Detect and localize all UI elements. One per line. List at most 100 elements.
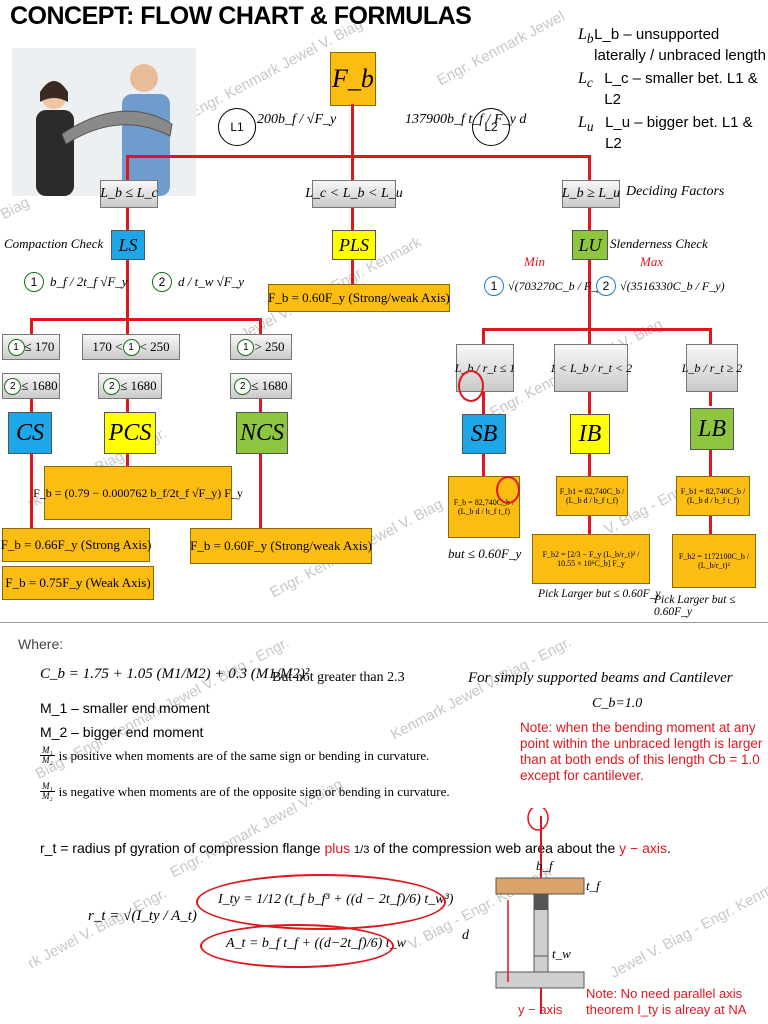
but-label: but ≤ 0.60F_y: [448, 546, 522, 561]
l1-formula: 200b_f / √F_y: [257, 112, 337, 127]
condition-lb-le-lc: L_b ≤ L_c: [100, 180, 158, 208]
l1-circle: L1: [218, 108, 256, 146]
pcs-range-1a-label: 170 <: [92, 339, 123, 354]
ncs-box: NCS: [236, 412, 288, 454]
simply-supported-label: For simply supported beams and Cantileve…: [468, 670, 733, 686]
slenderness-check-label: Slenderness Check: [610, 236, 708, 251]
cs-range-2-label: ≤ 1680: [21, 378, 58, 393]
pick-larger-ib: Pick Larger but ≤ 0.60F_y: [538, 588, 661, 600]
circle-1-icon: 1: [484, 276, 504, 296]
lb2-formula: F_b2 = 1172100C_b / (L_b/r_t)²: [678, 552, 750, 570]
rt-third: 1/3: [354, 844, 370, 856]
ib2-formula: F_b2 = [2/3 − F_y (L_b/r_t)² / 10.55 × 1…: [542, 550, 640, 568]
i-section-diagram: [495, 808, 585, 1014]
pcs-box: PCS: [104, 412, 156, 454]
sb-formula: F_b = 82,740C_b / (L_b d / b_f t_f): [453, 498, 515, 516]
pick-larger-lb: Pick Larger but ≤ 0.60F_y: [654, 594, 736, 618]
circle-1-icon: 1: [237, 338, 255, 356]
slenderness-check-1: 1 √(703270C_b / F_y): [484, 276, 607, 296]
rt-formula: r_t = √(I_ty / A_t): [88, 908, 197, 924]
cs-strong-formula: F_b = 0.66F_y (Strong Axis): [0, 537, 152, 552]
compaction-check-2: 2 d / t_w √F_y: [152, 272, 244, 292]
pcs-range-1: 170 <1< 250: [82, 334, 180, 360]
lb1-formula-box: F_b1 = 82,740C_b / (L_b d / b_f t_f): [676, 476, 750, 516]
ratio-negative-text: is negative when moments are of the oppo…: [58, 783, 450, 799]
parallel-axis-note: Note: No need parallel axis theorem I_ty…: [586, 986, 747, 1017]
circle-2-icon: 2: [596, 276, 616, 296]
condition-right-label: L_b ≥ L_u: [561, 186, 621, 201]
rt-axis: y − axis: [619, 840, 667, 856]
circle-1-icon: 1: [24, 272, 44, 292]
ncs-range-2-label: ≤ 1680: [251, 378, 288, 393]
slenderness-check-2: 2 √(3516330C_b / F_y): [596, 276, 725, 296]
lb1-formula: F_b1 = 82,740C_b / (L_b d / b_f t_f): [680, 487, 746, 505]
ib-range-label: 1 < L_b / r_t < 2: [549, 360, 633, 375]
legend-lc: L_c – smaller bet. L1 & L2: [604, 70, 758, 108]
compaction-check-1: 1 b_f / 2t_f √F_y: [24, 272, 128, 292]
compaction-check-1-formula: b_f / 2t_f √F_y: [50, 274, 128, 289]
cs-strong-box: F_b = 0.66F_y (Strong Axis): [0, 528, 152, 562]
circle-2-icon: 2: [234, 377, 252, 395]
rt-plus: plus: [324, 840, 351, 856]
legend-lu: L_u – bigger bet. L1 & L2: [605, 114, 753, 152]
bf-label: b_f: [536, 858, 553, 873]
ncs-range-2: 2≤ 1680: [230, 373, 292, 399]
deciding-factors-label: Deciding Factors: [626, 184, 725, 199]
condition-left-label: L_b ≤ L_c: [100, 186, 158, 201]
condition-lc-lb-lu: L_c < L_b < L_u: [305, 180, 403, 208]
cb-note: Note: when the bending moment at any poi…: [520, 720, 763, 783]
circle-1-icon: 1: [7, 338, 25, 356]
cb-one-label: C_b=1.0: [592, 696, 643, 711]
l1-label: L1: [230, 120, 244, 134]
lu-box: LU: [572, 230, 608, 260]
ls-box: LS: [111, 230, 145, 260]
lb-label: LB: [697, 415, 726, 442]
circle-1-icon: 1: [122, 338, 140, 356]
fb-box: F_b: [330, 52, 376, 106]
circle-2-icon: 2: [152, 272, 172, 292]
pcs-label: PCS: [108, 419, 152, 446]
pls-formula-box: F_b = 0.60F_y (Strong/weak Axis): [268, 284, 450, 312]
condition-lb-ge-lu: L_b ≥ L_u: [562, 180, 620, 208]
ib-box: IB: [570, 414, 610, 454]
pls-formula: F_b = 0.60F_y (Strong/weak Axis): [268, 290, 450, 305]
y-axis-label: y − axis: [518, 1002, 563, 1017]
lb-range: L_b / r_t ≥ 2: [682, 344, 742, 392]
legend-lb: L_b – unsupported laterally / unbraced l…: [594, 26, 766, 64]
rt-definition-b: of the compression web area about the: [369, 840, 620, 856]
cs-weak-box: F_b = 0.75F_y (Weak Axis): [2, 566, 154, 600]
compaction-check-label: Compaction Check: [4, 236, 104, 251]
l2-circle: L2: [472, 108, 510, 146]
photo-people-bending-beam: [12, 48, 196, 196]
ratio-positive-text: is positive when moments are of the same…: [58, 747, 430, 763]
ib2-formula-box: F_b2 = [2/3 − F_y (L_b/r_t)² / 10.55 × 1…: [532, 534, 650, 584]
slenderness-check-1-formula: √(703270C_b / F_y): [508, 278, 607, 293]
condition-mid-label: L_c < L_b < L_u: [305, 186, 403, 201]
rt-definition: r_t = radius pf gyration of compression …: [40, 840, 671, 856]
ib-range: 1 < L_b / r_t < 2: [550, 344, 632, 392]
lb2-formula-box: F_b2 = 1172100C_b / (L_b/r_t)²: [672, 534, 756, 588]
cs-range-1: 1≤ 170: [2, 334, 60, 360]
compaction-check-2-formula: d / t_w √F_y: [178, 274, 244, 289]
cb-highlight-circle: [496, 476, 520, 504]
tw-label: t_w: [552, 946, 571, 961]
max-label: Max: [640, 254, 664, 269]
ity-highlight-ellipse: [196, 874, 446, 930]
pls-box: PLS: [332, 230, 376, 260]
pcs-range-2: 2≤ 1680: [98, 373, 162, 399]
circle-2-icon: 2: [103, 377, 121, 395]
cb-limit: But not greater than 2.3: [272, 670, 405, 685]
ncs-formula: F_b = 0.60F_y (Strong/weak Axis): [190, 538, 372, 553]
slenderness-check-2-formula: √(3516330C_b / F_y): [620, 278, 725, 293]
ncs-range-1-label: > 250: [254, 339, 285, 354]
m1-definition: M_1 – smaller end moment: [40, 700, 210, 716]
ncs-formula-box: F_b = 0.60F_y (Strong/weak Axis): [190, 528, 372, 564]
min-label: Min: [524, 254, 545, 269]
ib-label: IB: [578, 420, 602, 447]
fb-label: F_b: [332, 64, 374, 93]
l2-label: L2: [484, 120, 498, 134]
